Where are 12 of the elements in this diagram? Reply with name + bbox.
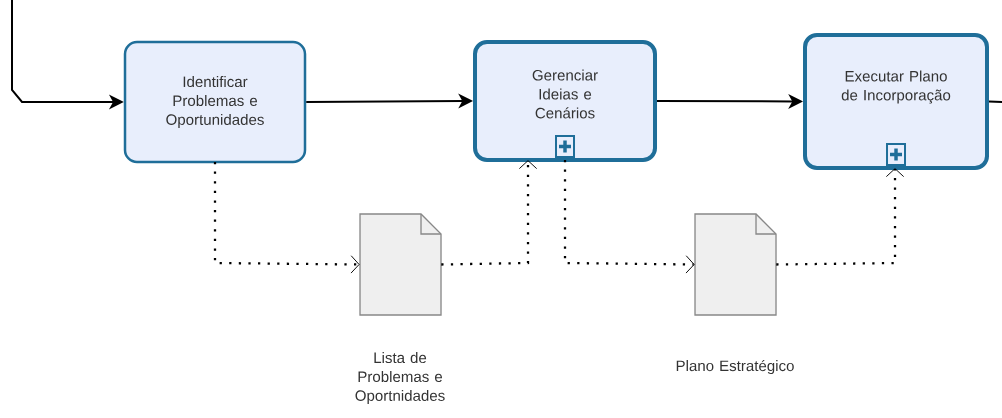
- subprocess-box: Gerenciar Ideias e Cenários: [473, 40, 657, 162]
- data-object: Lista de Problemas e Oportnidades: [355, 213, 445, 404]
- data-object: Plano Estratégico: [676, 213, 794, 375]
- data-association: [213, 162, 360, 274]
- data-association: [441, 160, 538, 266]
- data-association: [776, 168, 905, 266]
- data-association: [563, 160, 695, 274]
- sequence-flow: [988, 100, 1002, 103]
- subprocess-box: Identificar Problemas e Oportunidades: [123, 40, 307, 164]
- node-label: Lista de Problemas e Oportnidades: [355, 352, 445, 404]
- subprocess-box: Executar Plano de Incorporação: [803, 33, 989, 170]
- node-label: Plano Estratégico: [676, 359, 794, 375]
